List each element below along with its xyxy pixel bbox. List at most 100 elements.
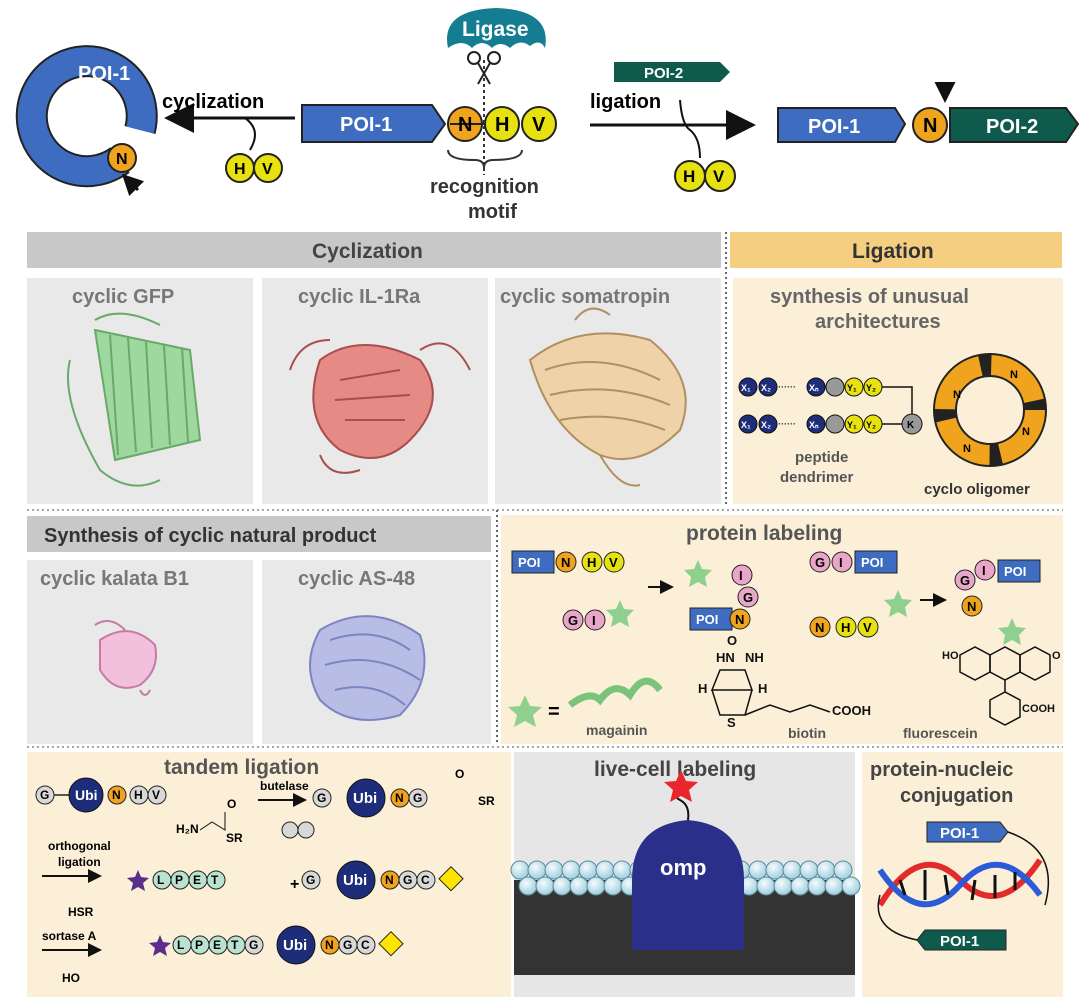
poi2-small-block	[614, 62, 730, 82]
diamond-icon	[438, 865, 464, 892]
xn-label-2: Xₙ	[809, 420, 819, 430]
purple-star-icon-2	[149, 935, 171, 956]
tl-g-3b: G	[403, 873, 412, 887]
magainin-legend: = magainin	[508, 677, 663, 738]
lipid-head	[544, 860, 564, 880]
k-label: K	[907, 420, 915, 431]
lab-i-4: I	[982, 563, 986, 578]
lab-n-1: N	[561, 555, 570, 570]
somatropin-structure	[528, 307, 687, 487]
y2-label: Y₂	[866, 383, 876, 393]
residue-h-right-label: H	[683, 167, 695, 186]
biotin-label: biotin	[788, 725, 826, 741]
residue-v-right-label: V	[713, 167, 725, 186]
tl-e-2: E	[213, 938, 221, 952]
natural-header: Synthesis of cyclic natural product	[44, 525, 377, 547]
lipid-head	[561, 860, 581, 880]
lab-n-2: N	[735, 612, 744, 627]
orthogonal-label-1: orthogonal	[48, 839, 111, 853]
dendrimer-label-1: peptide	[795, 449, 848, 466]
tl-t-2: T	[231, 938, 239, 952]
product-n-label: N	[923, 115, 937, 137]
lipid-head	[586, 876, 606, 896]
ubi-4: Ubi	[283, 937, 307, 954]
tl-p-2: P	[195, 938, 203, 952]
lipid-head	[790, 876, 810, 896]
lipid-head	[518, 876, 538, 896]
plus-sign: +	[290, 876, 299, 893]
lab-i-3: I	[839, 555, 843, 570]
y2-label-2: Y₂	[866, 420, 876, 430]
lipid-head	[841, 876, 861, 896]
tl-ho: HO	[62, 971, 80, 985]
oligomer-label: cyclo oligomer	[924, 481, 1030, 498]
green-star-icon-4	[998, 618, 1026, 645]
red-star-icon	[664, 770, 698, 802]
biotin-structure: HN NH O H H S COOH	[698, 633, 871, 730]
fluor-ho: HO	[942, 650, 959, 662]
tl-g-2: G	[317, 791, 326, 805]
ubi-2: Ubi	[353, 790, 377, 807]
ligase-label: Ligase	[462, 18, 529, 41]
recognition-label: recognition	[430, 176, 539, 198]
il1ra-structure	[289, 339, 471, 474]
lipid-head	[612, 860, 632, 880]
tl-c-3: C	[421, 873, 430, 887]
lipid-head	[799, 860, 819, 880]
panel-architectures	[733, 278, 1063, 504]
xn-label: Xₙ	[809, 383, 819, 393]
lab-v-3: V	[863, 620, 872, 635]
poi-tag-4: POI	[1004, 564, 1026, 579]
butelase-label: butelase	[260, 779, 309, 793]
dendrimer-chain-2: X₁ X₂ ······ Xₙ Y₁ Y₂	[738, 414, 883, 434]
ubi-1: Ubi	[75, 787, 98, 803]
green-star-icon-2	[684, 560, 712, 587]
oligo-n2: N	[953, 389, 961, 401]
ligation-header: Ligation	[852, 240, 934, 263]
tl-h2n: H₂N	[176, 822, 199, 836]
tl-g-2b: G	[413, 791, 422, 805]
lab-i-1: I	[592, 613, 596, 628]
poi-tag-3: POI	[861, 555, 883, 570]
tl-e: E	[193, 873, 201, 887]
tl-sr-2: SR	[478, 794, 495, 808]
magainin-label: magainin	[586, 722, 647, 738]
green-star-icon	[606, 600, 634, 627]
residue-v-left	[253, 153, 283, 183]
biotin-hn: HN	[716, 650, 735, 665]
lipid-head	[748, 860, 768, 880]
lipid-head	[824, 876, 844, 896]
junction-arrow-ring	[121, 173, 145, 197]
dots-2: ······	[778, 419, 796, 429]
tl-n-4: N	[325, 938, 334, 952]
biotin-s: S	[727, 715, 736, 730]
ubi-3: Ubi	[343, 872, 367, 889]
residue-h-label: H	[495, 114, 509, 136]
ligase-enzyme: Ligase	[447, 8, 546, 85]
tandem-row-2: orthogonal ligation L P E T + G Ubi N G …	[42, 839, 464, 900]
ligated-product: POI-1 N POI-2	[777, 82, 1080, 143]
pnc-title-line2: conjugation	[900, 785, 1013, 807]
fluorescein-structure: HO O COOH	[942, 646, 1061, 726]
gfp-label: cyclic GFP	[72, 286, 174, 308]
tl-n-2: N	[395, 791, 404, 805]
fluor-cooh: COOH	[1022, 703, 1055, 715]
omp-label: omp	[660, 855, 706, 880]
as48-structure	[309, 615, 426, 721]
cyclization-arrow-group: cyclization H V	[162, 91, 295, 183]
kalata-structure	[94, 620, 157, 696]
oligo-n1: N	[1010, 369, 1018, 381]
sortase-label: sortase A	[42, 929, 97, 943]
residue-n-ring-label: N	[116, 151, 128, 168]
diamond-icon-2	[378, 930, 404, 957]
tl-g-4: G	[249, 938, 258, 952]
hsr-label: HSR	[68, 905, 94, 919]
motif-label: motif	[468, 201, 517, 223]
biotin-cooh: COOH	[832, 703, 871, 718]
labeling-scheme-2-product: G I POI N	[954, 559, 1041, 645]
dendrimer-chain-1: X₁ X₂ ······ Xₙ Y₁ Y₂	[738, 377, 883, 397]
gfp-structure	[67, 312, 202, 487]
as48-label: cyclic AS-48	[298, 568, 415, 590]
tl-sr-1: SR	[226, 831, 243, 845]
arch-title-line1: synthesis of unusual	[770, 286, 969, 308]
